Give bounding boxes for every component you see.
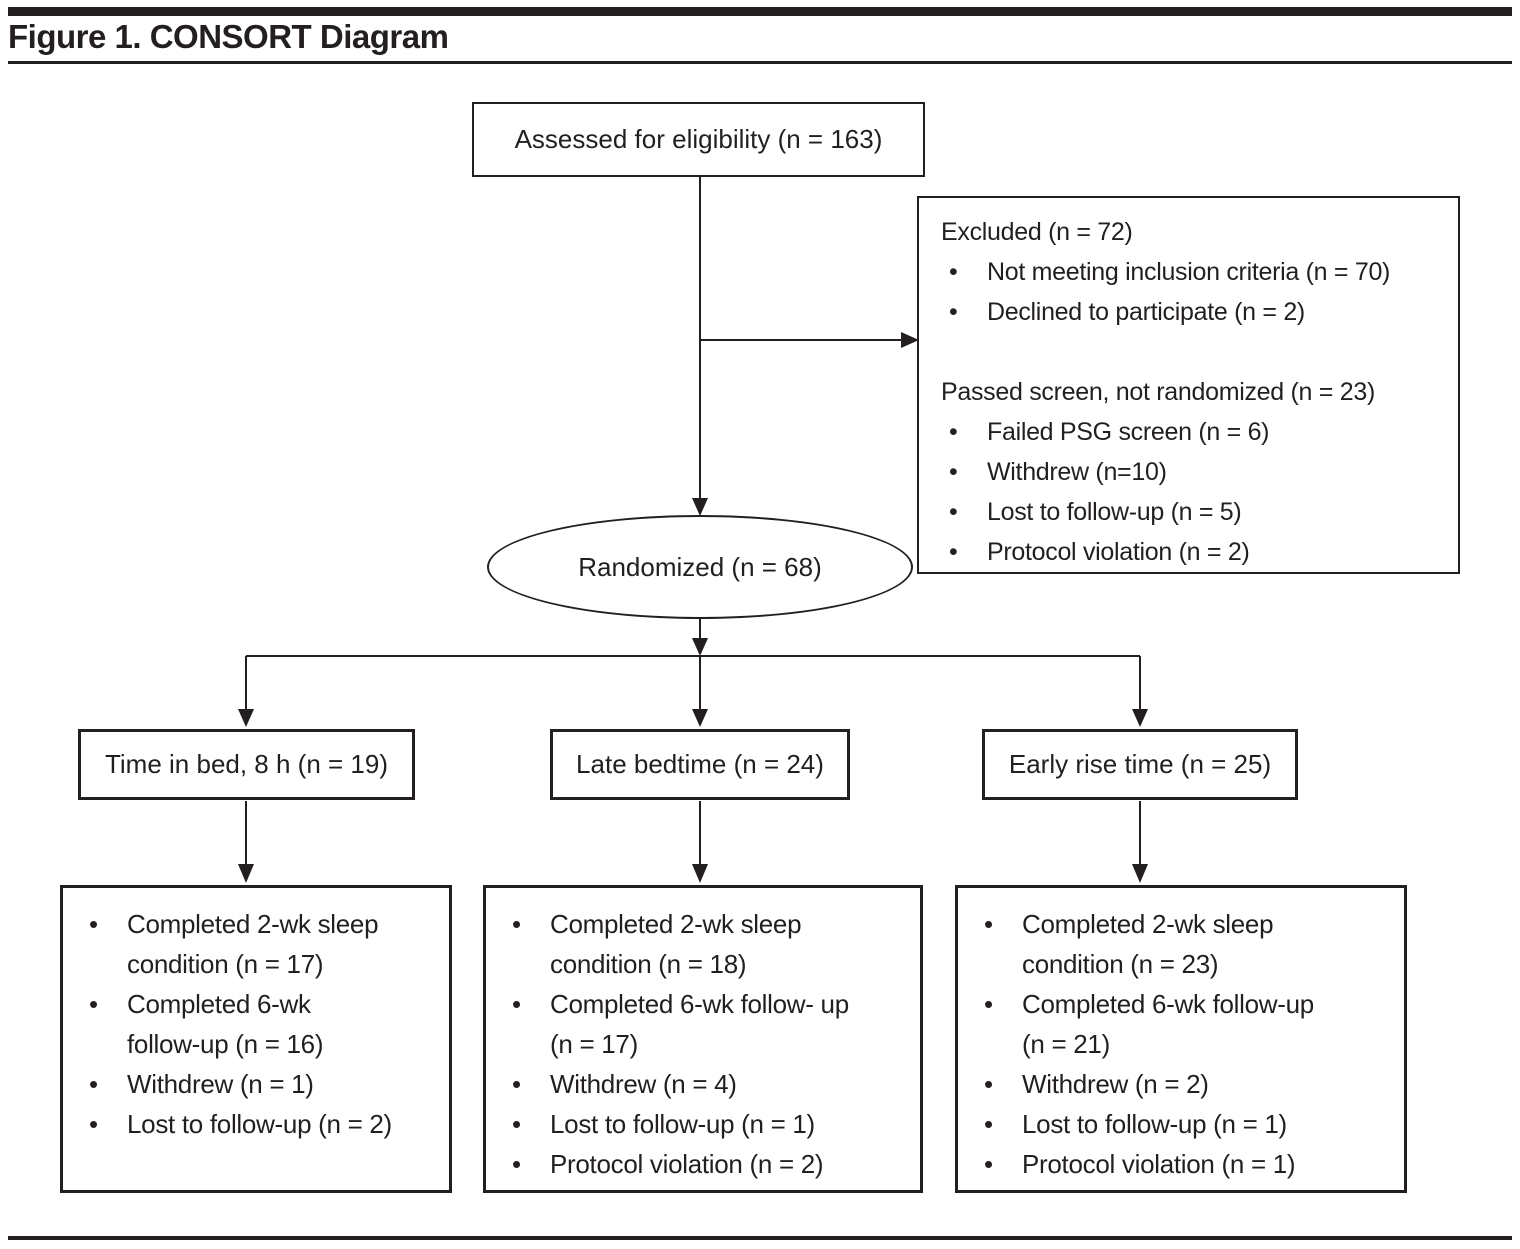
title-underline-rule (8, 61, 1512, 64)
outcomes-list: Completed 2-wk sleep condition (n = 17) … (63, 904, 441, 1144)
arm-box-early-rise-time: Early rise time (n = 25) (982, 729, 1298, 800)
outcome-item: Completed 6-wk follow- up (n = 17) (486, 984, 912, 1064)
assessed-label: Assessed for eligibility (n = 163) (514, 124, 883, 154)
outcomes-box-late-bedtime: Completed 2-wk sleep condition (n = 18) … (483, 885, 923, 1193)
outcome-item: Completed 6-wk follow-up (n = 21) (958, 984, 1396, 1064)
arm-label: Late bedtime (n = 24) (576, 749, 824, 779)
excluded-heading: Excluded (n = 72) (941, 218, 1133, 246)
arrowhead-arm2 (692, 709, 708, 727)
arrowhead-outcomes1 (238, 864, 254, 883)
outcome-item: Completed 2-wk sleep condition (n = 23) (958, 904, 1396, 984)
arm-label: Time in bed, 8 h (n = 19) (104, 749, 389, 779)
excluded-box: Excluded (n = 72) Not meeting inclusion … (917, 196, 1460, 574)
passed-screen-reasons-list: Failed PSG screen (n = 6) Withdrew (n=10… (941, 412, 1446, 572)
outcome-item: Withdrew (n = 2) (958, 1064, 1396, 1104)
exclusion-item: Failed PSG screen (n = 6) (941, 412, 1446, 452)
randomized-ellipse: Randomized (n = 68) (487, 515, 913, 619)
outcome-item: Lost to follow-up (n = 2) (63, 1104, 441, 1144)
exclusion-item: Lost to follow-up (n = 5) (941, 492, 1446, 532)
excluded-reasons-list: Not meeting inclusion criteria (n = 70) … (941, 252, 1446, 332)
passed-screen-heading: Passed screen, not randomized (n = 23) (941, 378, 1375, 406)
exclusion-item: Protocol violation (n = 2) (941, 532, 1446, 572)
outcomes-box-early-rise-time: Completed 2-wk sleep condition (n = 23) … (955, 885, 1407, 1193)
exclusion-item: Not meeting inclusion criteria (n = 70) (941, 252, 1446, 292)
exclusion-item: Declined to participate (n = 2) (941, 292, 1446, 332)
bottom-rule (8, 1236, 1512, 1240)
outcome-item: Completed 2-wk sleep condition (n = 18) (486, 904, 912, 984)
arm-label: Early rise time (n = 25) (1008, 749, 1272, 779)
outcome-item: Completed 2-wk sleep condition (n = 17) (63, 904, 441, 984)
arrowhead-randomized (692, 498, 708, 516)
arrowhead-split (692, 638, 708, 656)
arrowhead-outcomes3 (1132, 864, 1148, 883)
arrowhead-arm3 (1132, 709, 1148, 727)
top-thick-rule (8, 7, 1512, 16)
outcome-item: Withdrew (n = 4) (486, 1064, 912, 1104)
randomized-label: Randomized (n = 68) (578, 551, 822, 582)
exclusion-item: Withdrew (n=10) (941, 452, 1446, 492)
arrowhead-outcomes2 (692, 864, 708, 883)
outcomes-list: Completed 2-wk sleep condition (n = 23) … (958, 904, 1396, 1184)
figure-title: Figure 1. CONSORT Diagram (8, 18, 449, 55)
outcomes-list: Completed 2-wk sleep condition (n = 18) … (486, 904, 912, 1184)
arrowhead-arm1 (238, 709, 254, 727)
outcome-item: Lost to follow-up (n = 1) (958, 1104, 1396, 1144)
outcome-item: Withdrew (n = 1) (63, 1064, 441, 1104)
arm-box-late-bedtime: Late bedtime (n = 24) (550, 729, 850, 800)
outcome-item: Lost to follow-up (n = 1) (486, 1104, 912, 1144)
outcomes-box-time-in-bed: Completed 2-wk sleep condition (n = 17) … (60, 885, 452, 1193)
outcome-item: Protocol violation (n = 1) (958, 1144, 1396, 1184)
outcome-item: Completed 6-wk follow-up (n = 16) (63, 984, 441, 1064)
assessed-box: Assessed for eligibility (n = 163) (472, 102, 925, 177)
arm-box-time-in-bed: Time in bed, 8 h (n = 19) (78, 729, 415, 800)
outcome-item: Protocol violation (n = 2) (486, 1144, 912, 1184)
